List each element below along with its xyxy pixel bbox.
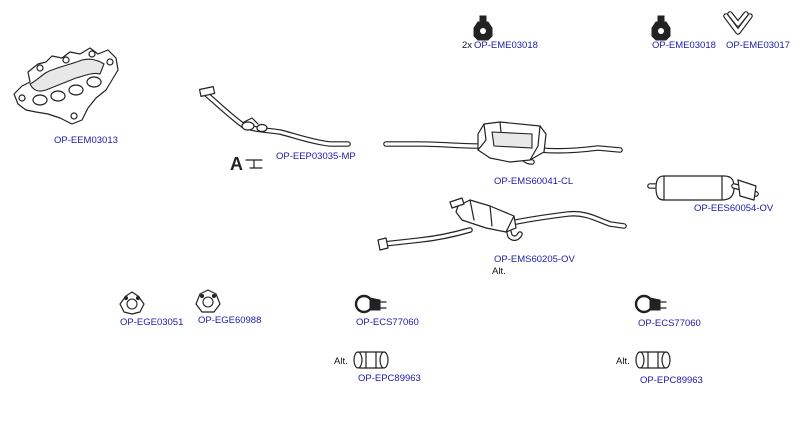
quantity-label: 2x	[462, 40, 473, 51]
middle-silencer-icon[interactable]	[377, 197, 627, 251]
part-label-manifold[interactable]: OP-EEM03013	[54, 135, 118, 146]
part-label-connector-a[interactable]: OP-EPC89963	[358, 373, 421, 384]
mark-letter: A	[230, 154, 243, 174]
part-label-gasket-b[interactable]: OP-EGE60988	[198, 315, 262, 326]
part-label-center-silencer[interactable]: OP-EMS60041-CL	[494, 176, 574, 187]
part-label-clamp-b[interactable]: OP-ECS77060	[638, 318, 701, 329]
pipe-connector-icon[interactable]	[635, 351, 671, 369]
rear-silencer-icon[interactable]	[647, 175, 759, 201]
part-label-hanger[interactable]: OP-EME03017	[726, 40, 790, 51]
part-label-gasket-a[interactable]: OP-EGE03051	[120, 317, 184, 328]
alt-note-middle-silencer: Alt.	[492, 266, 506, 277]
hanger-bracket-icon[interactable]	[723, 11, 753, 35]
part-label-middle-silencer[interactable]: OP-EMS60205-OV	[494, 254, 575, 265]
gasket-icon[interactable]	[119, 291, 145, 315]
part-label-mount-b[interactable]: OP-EME03018	[652, 40, 716, 51]
assembly-mark-icon: A	[230, 154, 263, 174]
part-label-front-pipe[interactable]: OP-EEP03035-MP	[276, 151, 356, 162]
center-silencer-icon[interactable]	[383, 121, 623, 165]
gasket-icon[interactable]	[195, 289, 221, 313]
part-label-rear-silencer[interactable]: OP-EES60054-OV	[694, 203, 774, 214]
clamp-icon[interactable]	[634, 294, 667, 314]
rubber-mount-icon[interactable]	[473, 15, 493, 41]
alt-note-connector-b: Alt.	[616, 356, 630, 367]
part-label-clamp-a[interactable]: OP-ECS77060	[356, 317, 419, 328]
exhaust-manifold-icon[interactable]	[13, 47, 119, 125]
clamp-icon[interactable]	[354, 294, 387, 314]
pipe-connector-icon[interactable]	[353, 351, 389, 369]
rubber-mount-icon[interactable]	[651, 15, 671, 41]
front-pipe-icon[interactable]	[198, 86, 351, 147]
part-label-mount-a[interactable]: OP-EME03018	[474, 40, 538, 51]
alt-note-connector-a: Alt.	[334, 356, 348, 367]
part-label-connector-b[interactable]: OP-EPC89963	[640, 375, 703, 386]
